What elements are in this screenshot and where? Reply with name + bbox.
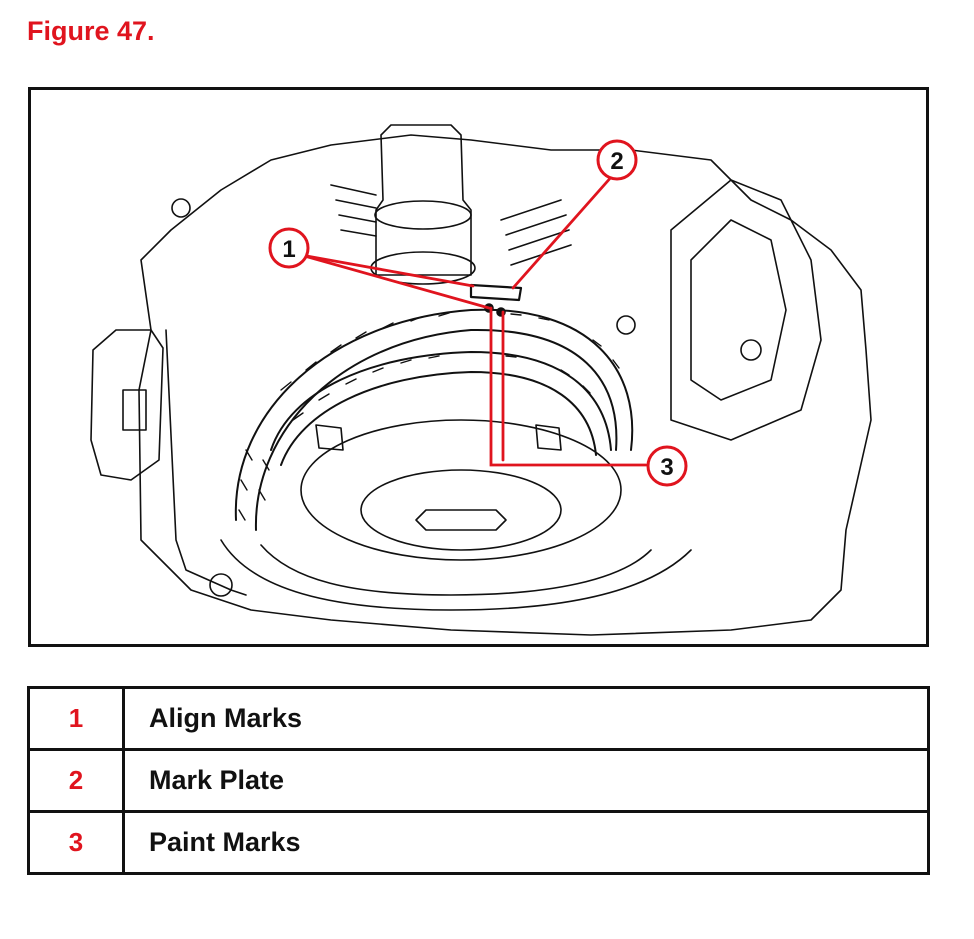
callout-3-circle xyxy=(646,445,688,487)
valve-spring-right xyxy=(500,199,572,266)
right-bolt-2 xyxy=(616,315,636,335)
callout-1-number: 1 xyxy=(282,236,295,263)
right-panel xyxy=(670,179,822,441)
figure-title: Figure 47. xyxy=(27,16,155,46)
sprocket xyxy=(300,419,622,561)
callout-1-leader-a xyxy=(299,253,491,310)
timing-chain-inner-2 xyxy=(280,371,597,466)
sprocket-center xyxy=(415,509,507,531)
legend-label: Mark Plate xyxy=(122,748,930,813)
valve-spring-left xyxy=(330,184,377,237)
callout-3-leader xyxy=(489,306,648,467)
legend-label: Paint Marks xyxy=(122,810,930,875)
callout-3: 3 xyxy=(646,445,688,487)
callout-2-number: 2 xyxy=(610,148,623,175)
lower-guide-inner xyxy=(260,544,652,596)
callout-2-leader xyxy=(511,173,615,290)
callout-2: 2 xyxy=(596,139,638,181)
legend-number: 1 xyxy=(27,686,125,751)
right-panel-inner xyxy=(690,219,787,401)
callout-1: 1 xyxy=(268,227,310,269)
left-housing-bolt xyxy=(122,389,147,431)
timing-chain-outer-2 xyxy=(254,328,618,531)
left-bolt xyxy=(171,198,191,218)
callout-1-leader-b xyxy=(299,253,475,288)
legend-number: 3 xyxy=(27,810,125,875)
legend-row: 3 Paint Marks xyxy=(27,810,930,875)
callout-2-circle xyxy=(596,139,638,181)
lower-guide xyxy=(220,539,692,611)
sprocket-slot-left xyxy=(315,424,344,451)
chain-links xyxy=(238,312,620,521)
callout-1-circle xyxy=(268,227,310,269)
sprocket-hub xyxy=(360,469,562,551)
camshaft xyxy=(375,124,472,276)
timing-chain-outer xyxy=(234,308,634,521)
left-housing xyxy=(90,329,164,481)
left-rail xyxy=(165,329,247,596)
legend-number: 2 xyxy=(27,748,125,813)
right-bolt-1 xyxy=(740,339,762,361)
legend-row: 1 Align Marks xyxy=(27,686,930,751)
timing-chain-inner xyxy=(270,351,612,451)
callout-3-number: 3 xyxy=(660,454,673,481)
legend-row: 2 Mark Plate xyxy=(27,748,930,813)
engine-block-outline xyxy=(138,134,872,636)
callout-legend-table: 1 Align Marks 2 Mark Plate 3 Paint Marks xyxy=(27,686,930,875)
sprocket-slot-right xyxy=(535,424,562,451)
mark-plate xyxy=(469,283,523,302)
bottom-left-bolt xyxy=(209,573,233,597)
camshaft-collar xyxy=(374,200,472,230)
timing-chain-illustration: 1 2 3 xyxy=(28,87,929,647)
legend-label: Align Marks xyxy=(122,686,930,751)
